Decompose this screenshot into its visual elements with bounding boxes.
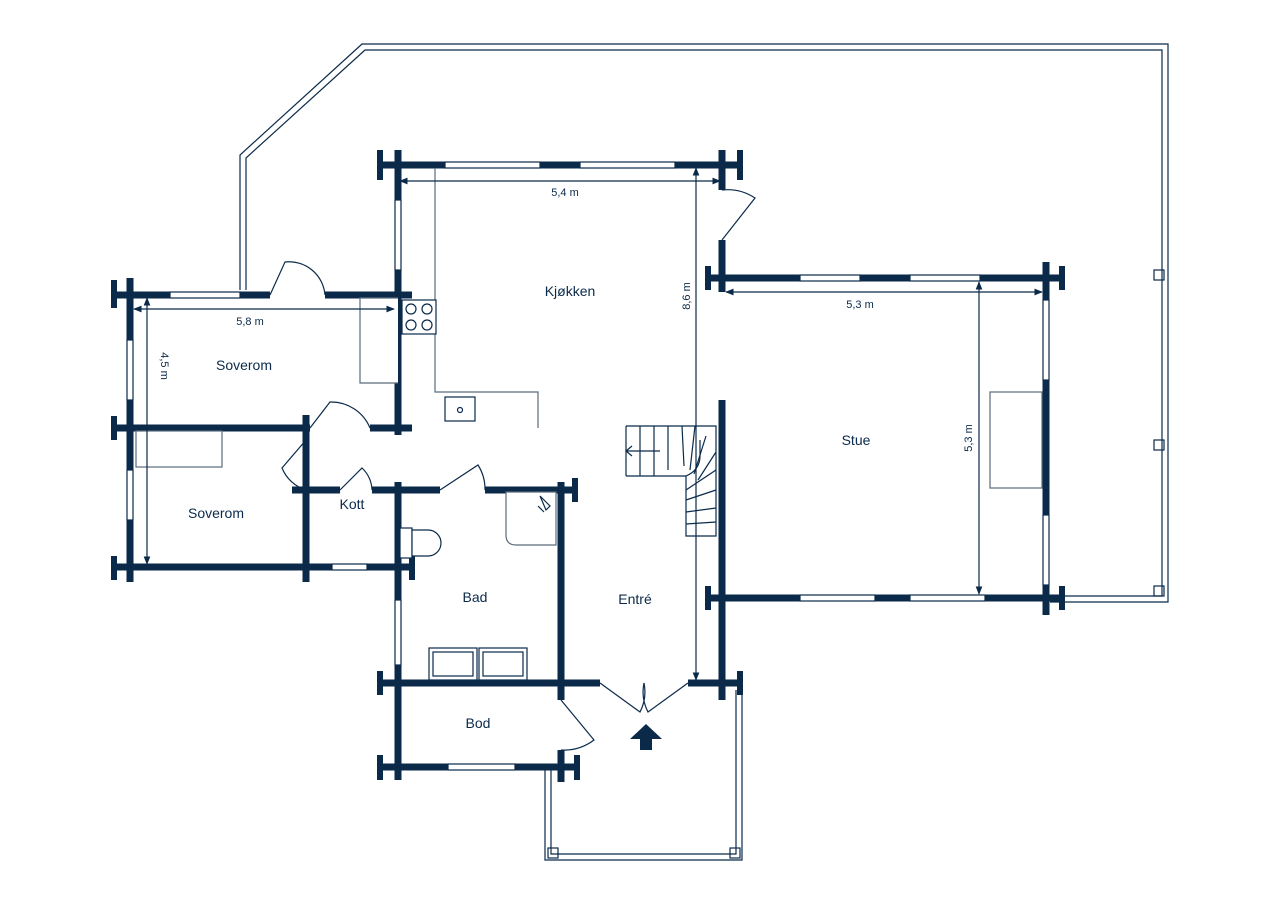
fireplace — [989, 391, 1043, 489]
porch-outline — [544, 684, 743, 861]
room-label-soverom-1: Soverom — [216, 357, 272, 373]
room-label-stue: Stue — [842, 432, 871, 448]
dim-bedroom-depth: 4,5 m — [158, 352, 170, 380]
dim-kitchen-width: 5,4 m — [551, 187, 579, 199]
room-label-entre: Entré — [618, 591, 652, 607]
windows — [126, 161, 1050, 771]
terrace-outline — [239, 43, 1169, 603]
doors — [269, 189, 756, 751]
arrow-up-icon — [630, 724, 662, 750]
dim-bedroom-width: 5,8 m — [236, 316, 264, 328]
room-label-bad: Bad — [463, 589, 488, 605]
room-label-bod: Bod — [466, 715, 491, 731]
staircase — [625, 425, 717, 537]
walls — [114, 150, 1062, 782]
dim-kitchen-depth: 8,6 m — [681, 282, 693, 310]
room-label-kott: Kott — [340, 496, 365, 512]
dimension-lines — [133, 167, 1043, 681]
room-label-kjokken: Kjøkken — [545, 283, 596, 299]
bath-fixtures — [399, 491, 557, 681]
room-label-soverom-2: Soverom — [188, 505, 244, 521]
wardrobe — [135, 430, 223, 468]
dim-living-depth: 5,3 m — [963, 424, 975, 452]
dim-living-width: 5,3 m — [846, 299, 874, 311]
kitchen-fixtures — [359, 168, 539, 428]
corner-posts — [111, 150, 1065, 780]
